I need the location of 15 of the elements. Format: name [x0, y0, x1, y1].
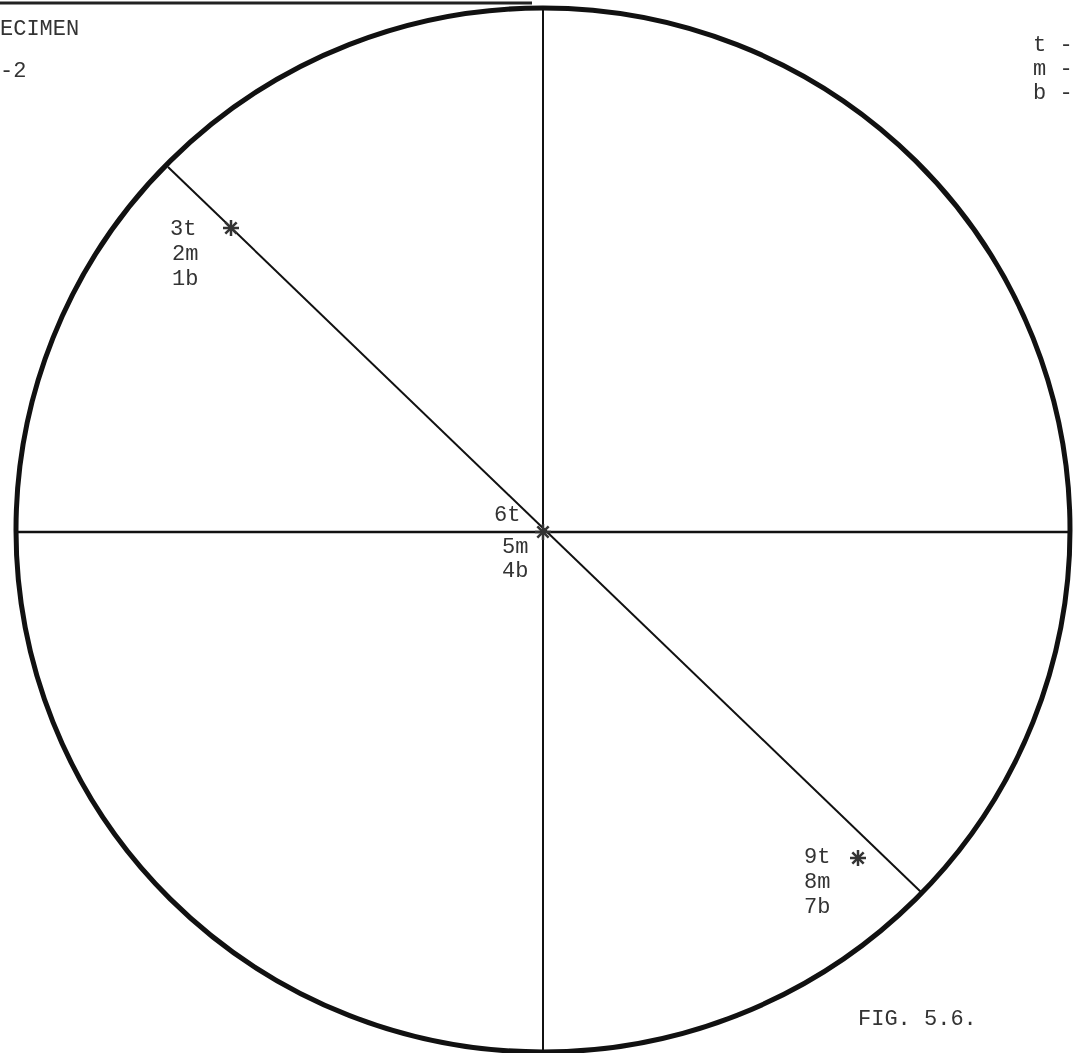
point-label: 7b	[804, 896, 831, 920]
legend-key: m -	[1033, 58, 1073, 82]
point-label: 5m	[502, 536, 529, 560]
point-label: 2m	[172, 243, 199, 267]
point-label: 3t	[170, 218, 197, 242]
point-label: 6t	[494, 504, 521, 528]
point-label: 1b	[172, 268, 199, 292]
specimen-number: -2	[0, 60, 27, 84]
legend-key: b -	[1033, 82, 1073, 106]
point-label: 4b	[502, 560, 529, 584]
figure-caption: FIG. 5.6.	[858, 1008, 977, 1032]
legend-key: t -	[1033, 34, 1073, 58]
point-label: 9t	[804, 846, 831, 870]
point-label: 8m	[804, 871, 831, 895]
specimen-heading: ECIMEN	[0, 18, 80, 42]
